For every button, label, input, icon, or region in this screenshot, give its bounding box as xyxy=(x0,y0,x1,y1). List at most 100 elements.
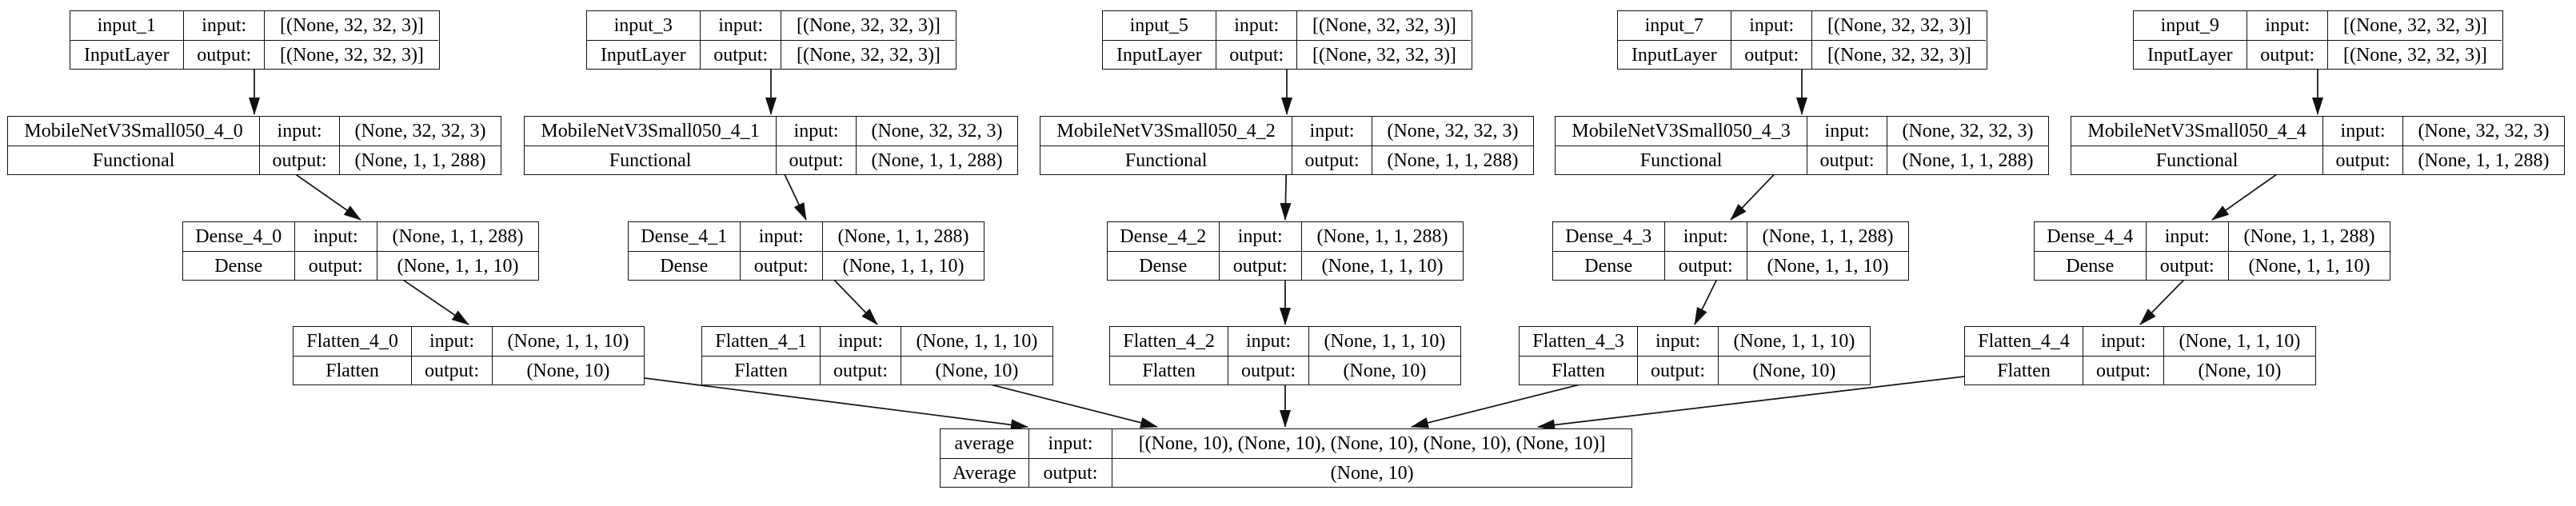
output-label: output: xyxy=(1807,145,1887,174)
input-label: input: xyxy=(2322,117,2402,145)
layer-type: Flatten xyxy=(1965,356,2083,384)
input-label: input: xyxy=(183,11,264,40)
input-label: input: xyxy=(1216,11,1296,40)
input-shape: (None, 1, 1, 288) xyxy=(376,222,538,251)
layer-node-MobileNetV3Small050_4_3: MobileNetV3Small050_4_3 input:(None, 32, … xyxy=(1555,116,2049,175)
layer-type: Dense xyxy=(1108,251,1219,280)
output-label: output: xyxy=(1216,40,1297,69)
output-shape: (None, 1, 1, 10) xyxy=(1746,251,1908,280)
layer-type: Flatten xyxy=(1520,356,1638,384)
input-shape: [(None, 32, 32, 3)] xyxy=(1811,11,1986,40)
layer-name: input_1 xyxy=(97,15,156,36)
output-label: output: xyxy=(1218,251,1301,280)
input-shape: (None, 1, 1, 10) xyxy=(2163,327,2315,356)
layer-name: average xyxy=(954,433,1015,454)
input-label: input: xyxy=(1028,429,1112,458)
layer-name: MobileNetV3Small050_4_2 xyxy=(1056,121,1276,141)
layer-type: Dense xyxy=(183,251,294,280)
output-shape: (None, 10) xyxy=(1112,458,1631,487)
output-label: output: xyxy=(183,40,265,69)
layer-name: Dense_4_3 xyxy=(1565,226,1652,247)
input-shape: (None, 32, 32, 3) xyxy=(338,117,501,145)
output-label: output: xyxy=(1637,356,1718,384)
layer-type: Functional xyxy=(8,145,260,174)
layer-name: input_5 xyxy=(1129,15,1188,36)
input-label: input: xyxy=(1731,11,1811,40)
input-shape: (None, 32, 32, 3) xyxy=(1371,117,1533,145)
output-shape: (None, 10) xyxy=(1717,356,1870,384)
input-label: input: xyxy=(411,327,492,356)
layer-type: Flatten xyxy=(294,356,412,384)
input-shape: [(None, 32, 32, 3)] xyxy=(1296,11,1471,40)
input-shape: (None, 1, 1, 288) xyxy=(2227,222,2390,251)
output-shape: (None, 1, 1, 288) xyxy=(1886,145,2048,174)
input-label: input: xyxy=(1218,222,1301,251)
input-label: input: xyxy=(1228,327,1308,356)
input-shape: (None, 32, 32, 3) xyxy=(1886,117,2048,145)
input-label: input: xyxy=(1637,327,1718,356)
input-shape: (None, 1, 1, 288) xyxy=(1746,222,1908,251)
output-shape: (None, 1, 1, 288) xyxy=(855,145,1017,174)
layer-name: Dense_4_0 xyxy=(195,226,282,247)
input-label: input: xyxy=(2145,222,2228,251)
input-label: input: xyxy=(259,117,339,145)
output-label: output: xyxy=(259,145,339,174)
output-shape: [(None, 32, 32, 3)] xyxy=(264,40,439,69)
output-label: output: xyxy=(820,356,901,384)
output-label: output: xyxy=(2083,356,2163,384)
output-shape: [(None, 32, 32, 3)] xyxy=(2327,40,2502,69)
output-shape: [(None, 32, 32, 3)] xyxy=(1811,40,1987,69)
output-shape: [(None, 32, 32, 3)] xyxy=(1296,40,1472,69)
layer-type: Dense xyxy=(1553,251,1664,280)
layer-type: InputLayer xyxy=(586,40,701,69)
layer-name: Flatten_4_2 xyxy=(1123,331,1215,352)
layer-name: Dense_4_4 xyxy=(2047,226,2134,247)
output-label: output: xyxy=(2145,251,2228,280)
layer-name: input_3 xyxy=(613,15,673,36)
layer-type: Flatten xyxy=(702,356,821,384)
layer-name: Dense_4_1 xyxy=(641,226,728,247)
layer-type: InputLayer xyxy=(70,40,184,69)
input-label: input: xyxy=(1807,117,1887,145)
layer-name: input_9 xyxy=(2160,15,2219,36)
output-label: output: xyxy=(294,251,377,280)
layer-name: Flatten_4_0 xyxy=(306,331,398,352)
output-label: output: xyxy=(411,356,492,384)
layer-type: InputLayer xyxy=(1102,40,1216,69)
output-label: output: xyxy=(700,40,781,69)
input-label: input: xyxy=(2083,327,2163,356)
input-shape: (None, 1, 1, 10) xyxy=(1717,327,1870,356)
input-label: input: xyxy=(820,327,901,356)
input-shape: [(None, 32, 32, 3)] xyxy=(264,11,438,40)
output-shape: (None, 1, 1, 10) xyxy=(2227,251,2390,280)
output-label: output: xyxy=(1292,145,1372,174)
layer-type: Dense xyxy=(629,251,740,280)
output-shape: (None, 1, 1, 288) xyxy=(2402,145,2564,174)
output-label: output: xyxy=(1228,356,1308,384)
input-label: input: xyxy=(294,222,377,251)
layer-node-input_1: input_1 input:[(None, 32, 32, 3)] InputLay… xyxy=(69,10,440,70)
input-label: input: xyxy=(739,222,822,251)
input-label: input: xyxy=(700,11,781,40)
output-label: output: xyxy=(2247,40,2328,69)
output-shape: (None, 10) xyxy=(1308,356,1460,384)
input-shape: [(None, 32, 32, 3)] xyxy=(2327,11,2502,40)
output-shape: (None, 10) xyxy=(900,356,1052,384)
output-shape: (None, 1, 1, 10) xyxy=(376,251,538,280)
layer-name: Flatten_4_1 xyxy=(715,331,807,352)
output-label: output: xyxy=(1663,251,1747,280)
output-label: output: xyxy=(2322,145,2402,174)
layer-name: MobileNetV3Small050_4_3 xyxy=(1572,121,1791,141)
input-shape: (None, 32, 32, 3) xyxy=(855,117,1017,145)
